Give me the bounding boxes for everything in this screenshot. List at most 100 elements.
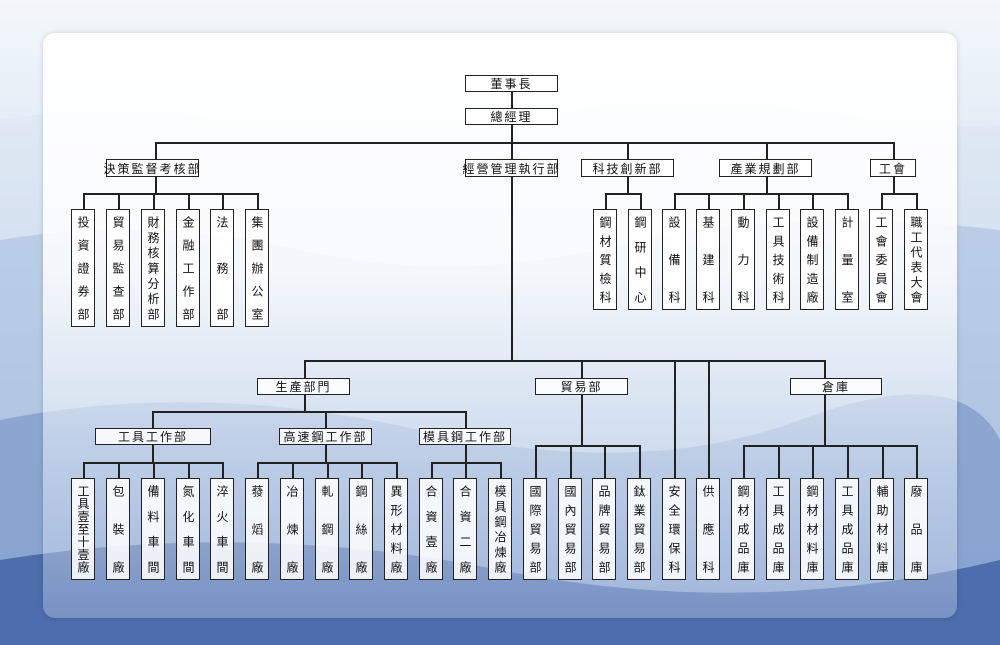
connector-line [847, 445, 849, 478]
unit-label: 包裝廠 [111, 485, 125, 573]
connector-line [812, 193, 814, 209]
connector-line [325, 445, 327, 462]
executive-box-label: 經營管理執行部 [462, 161, 561, 176]
connector-line [500, 462, 502, 478]
unit-label: 鋼研中心 [633, 216, 647, 303]
connector-line [83, 193, 259, 195]
unit-label: 合資壹廠 [424, 485, 438, 573]
unit-box: 氮化車間 [176, 478, 200, 580]
unit-label: 冶煉廠 [285, 485, 299, 573]
unit-box: 異形材料廠 [384, 478, 408, 580]
connector-line [708, 360, 710, 478]
connector-line [581, 360, 583, 378]
unit-box: 工具成品庫 [835, 478, 859, 580]
connector-line [257, 193, 259, 209]
connector-line [83, 462, 85, 478]
unit-label: 品牌貿易部 [597, 485, 611, 573]
unit-box: 鋼材質檢科 [593, 209, 617, 310]
workshop-box-label: 工具工作部 [117, 430, 188, 444]
connector-line [511, 92, 513, 108]
unit-label: 鋼材質檢科 [598, 216, 612, 303]
connector-line [882, 445, 884, 478]
executive-box: 經營管理執行部 [462, 159, 561, 177]
division-box-label: 產業規劃部 [730, 161, 801, 176]
connector-line [152, 411, 154, 428]
connector-line [361, 462, 363, 478]
connector-line [155, 177, 157, 193]
unit-label: 鋼絲廠 [354, 485, 368, 573]
connector-line [292, 462, 294, 478]
general-manager-box: 總經理 [465, 108, 558, 125]
unit-label: 工具壹至十壹廠 [76, 485, 90, 573]
connector-line [708, 193, 710, 209]
connector-line [465, 411, 467, 428]
unit-label: 設備科 [667, 216, 681, 303]
unit-box: 蕟熖廠 [245, 478, 269, 580]
connector-line [152, 411, 467, 413]
unit-box: 鋼材材料庫 [800, 478, 824, 580]
unit-label: 集團辦公室 [250, 216, 264, 320]
connector-line [627, 142, 629, 159]
connector-line [605, 193, 642, 195]
unit-label: 工具技術科 [771, 216, 785, 303]
unit-label: 動力科 [736, 216, 750, 303]
unit-box: 財務核算分析部 [141, 209, 165, 327]
production-box-label: 生產部門 [275, 380, 332, 394]
unit-label: 淬火車間 [215, 485, 229, 573]
unit-box: 合資二廠 [453, 478, 477, 580]
unit-box: 品牌貿易部 [592, 478, 616, 580]
connector-line [118, 193, 120, 209]
unit-box: 鈦業貿易部 [627, 478, 651, 580]
unit-label: 備料車間 [146, 485, 160, 573]
connector-line [893, 177, 895, 193]
trade-box: 貿易部 [535, 378, 628, 395]
connector-line [304, 360, 306, 378]
connector-line [152, 445, 154, 462]
unit-box: 合資壹廠 [419, 478, 443, 580]
unit-label: 輔助材料庫 [875, 485, 889, 573]
unit-label: 財務核算分析部 [146, 216, 160, 320]
connector-line [257, 462, 259, 478]
connector-line [766, 177, 768, 193]
connector-line [674, 193, 676, 209]
division-box-label: 工會 [878, 161, 907, 176]
connector-line [465, 462, 467, 478]
unit-label: 鋼材材料庫 [805, 485, 819, 573]
connector-line [766, 142, 768, 159]
unit-box: 設備科 [662, 209, 686, 310]
unit-box: 鋼研中心 [628, 209, 652, 310]
unit-box: 職工代表大會 [904, 209, 928, 310]
unit-box: 基建科 [696, 209, 720, 310]
connector-line [893, 142, 895, 159]
connector-line [778, 193, 780, 209]
unit-label: 蕟熖廠 [250, 485, 264, 573]
unit-box: 供應科 [696, 478, 720, 580]
connector-line [222, 193, 224, 209]
connector-line [570, 445, 572, 478]
connector-line [155, 142, 157, 159]
unit-box: 備料車間 [141, 478, 165, 580]
unit-box: 廢品庫 [904, 478, 928, 580]
unit-box: 鋼材成品庫 [731, 478, 755, 580]
chairman-box-label: 董事長 [490, 77, 533, 91]
division-box: 工會 [870, 159, 916, 177]
division-box: 科技創新部 [581, 159, 674, 177]
warehouse-box: 倉庫 [790, 378, 882, 395]
unit-label: 供應科 [701, 485, 715, 573]
connector-line [778, 445, 780, 478]
connector-line [916, 445, 918, 478]
connector-line [604, 445, 606, 478]
connector-line [325, 411, 327, 428]
connector-line [881, 193, 883, 209]
unit-box: 工具成品庫 [766, 478, 790, 580]
unit-label: 異形材料廠 [389, 485, 403, 573]
unit-box: 工會委員會 [869, 209, 893, 310]
unit-box: 動力科 [731, 209, 755, 310]
connector-line [327, 462, 329, 478]
connector-line [118, 462, 120, 478]
connector-line [153, 462, 155, 478]
division-box: 決策監督考核部 [104, 159, 200, 177]
unit-box: 投資證券部 [71, 209, 95, 327]
workshop-box: 工具工作部 [95, 428, 211, 445]
connector-line [188, 193, 190, 209]
